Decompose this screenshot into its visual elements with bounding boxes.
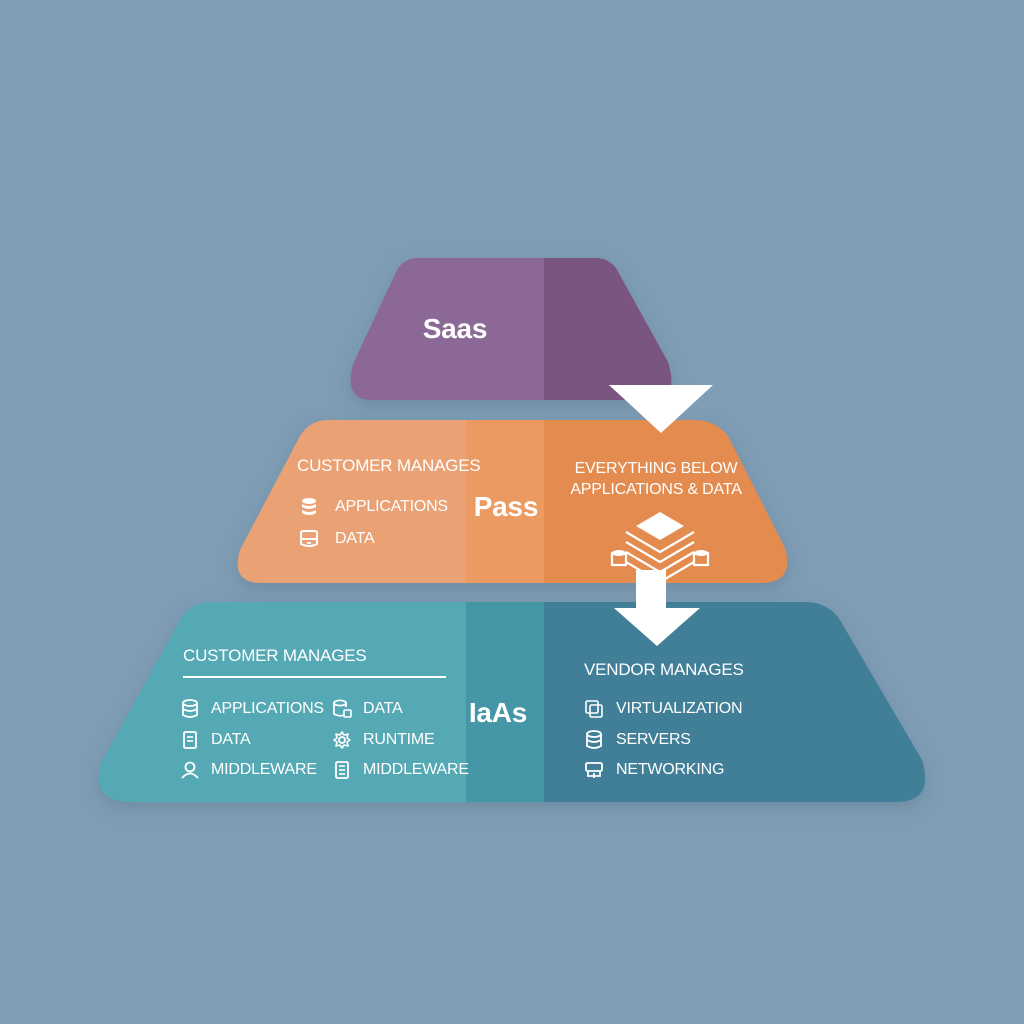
iaas-title-band: [466, 602, 544, 802]
arrow-down-icon: [609, 385, 713, 433]
iaas-col1-item-2: DATA: [211, 731, 251, 748]
document-icon: [183, 731, 197, 749]
database-icon: [302, 498, 316, 515]
document-icon: [335, 761, 349, 779]
iaas-vendor-item-3: NETWORKING: [616, 761, 725, 778]
stacked-layers-icon: [610, 512, 710, 584]
paas-item-applications: APPLICATIONS: [335, 498, 448, 515]
paas-vendor-section: [544, 420, 788, 583]
paas-vendor-line-2: APPLICATIONS & DATA: [570, 481, 742, 498]
paas-tier: [237, 420, 788, 583]
iaas-vendor-item-2: SERVERS: [616, 731, 691, 748]
iaas-vendor-heading: VENDOR MANAGES: [584, 660, 744, 679]
server-icon: [586, 730, 602, 749]
database-lock-icon: [333, 699, 352, 718]
iaas-title: IaAs: [468, 697, 528, 728]
iaas-tier: [98, 602, 926, 802]
paas-title-band: [466, 420, 544, 583]
iaas-vendor-item-1: VIRTUALIZATION: [616, 700, 743, 717]
paas-vendor-line-1: EVERYTHING BELOW: [574, 460, 738, 477]
virtualization-icon: [585, 700, 603, 718]
saas-title: Saas: [422, 313, 488, 344]
server-icon: [300, 530, 318, 547]
iaas-col2-item-2: RUNTIME: [363, 731, 435, 748]
gear-icon: [333, 731, 351, 749]
iaas-col2-item-3: MIDDLEWARE: [363, 761, 469, 778]
paas-title: Pass: [473, 491, 539, 522]
iaas-customer-heading: CUSTOMER MANAGES: [183, 646, 367, 665]
iaas-col2-item-1: DATA: [363, 700, 403, 717]
iaas-col1-item-3: MIDDLEWARE: [211, 761, 317, 778]
user-icon: [181, 761, 199, 779]
database-icon: [182, 699, 198, 718]
iaas-col1-item-1: APPLICATIONS: [211, 700, 324, 717]
network-icon: [585, 762, 603, 778]
paas-customer-heading: CUSTOMER MANAGES: [297, 456, 481, 475]
paas-item-data: DATA: [335, 530, 375, 547]
